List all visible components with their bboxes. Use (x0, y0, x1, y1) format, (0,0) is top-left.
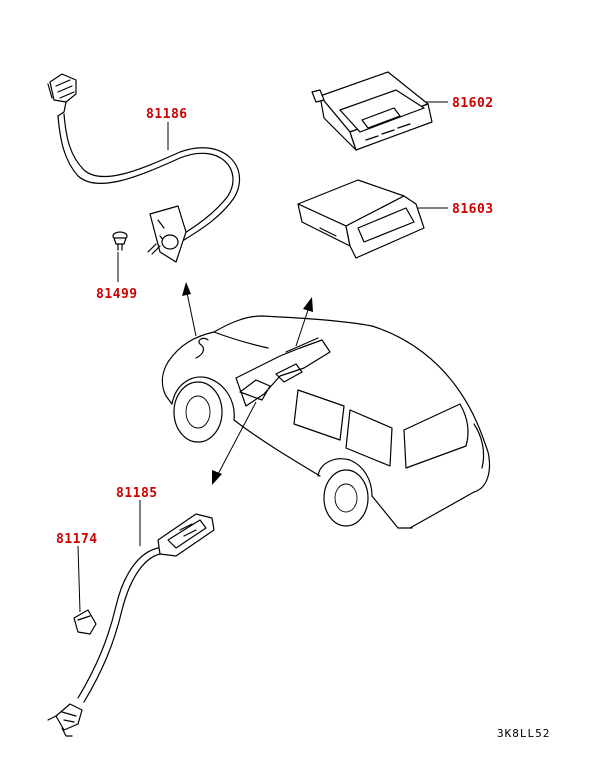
screw-81499[interactable] (112, 231, 128, 251)
bracket-81186 (149, 205, 187, 263)
callout-81603: 81603 (452, 202, 494, 217)
window-front (293, 389, 345, 441)
callout-81499: 81499 (96, 287, 138, 302)
window-middle (345, 409, 393, 467)
connector-81185 (55, 703, 83, 731)
switch-81185[interactable] (47, 513, 215, 737)
unit-81603[interactable] (297, 179, 425, 259)
connector-81186 (49, 73, 77, 103)
window-rear (403, 403, 469, 469)
dashboard (235, 339, 331, 407)
callout-81186: 81186 (146, 107, 188, 122)
clip-81174[interactable] (73, 609, 97, 635)
drawing-code: 3K8LL52 (497, 727, 550, 740)
vehicle-outline (161, 315, 491, 529)
arrow-to-81185 (212, 401, 257, 485)
leader-81174 (77, 545, 81, 613)
harness-81186[interactable] (47, 73, 240, 263)
arrow-to-units (295, 297, 313, 347)
arrow-to-81186 (182, 282, 197, 337)
callout-81185: 81185 (116, 486, 158, 501)
callout-81174: 81174 (56, 532, 98, 547)
unit-81602[interactable] (311, 71, 433, 151)
callout-81602: 81602 (452, 96, 494, 111)
